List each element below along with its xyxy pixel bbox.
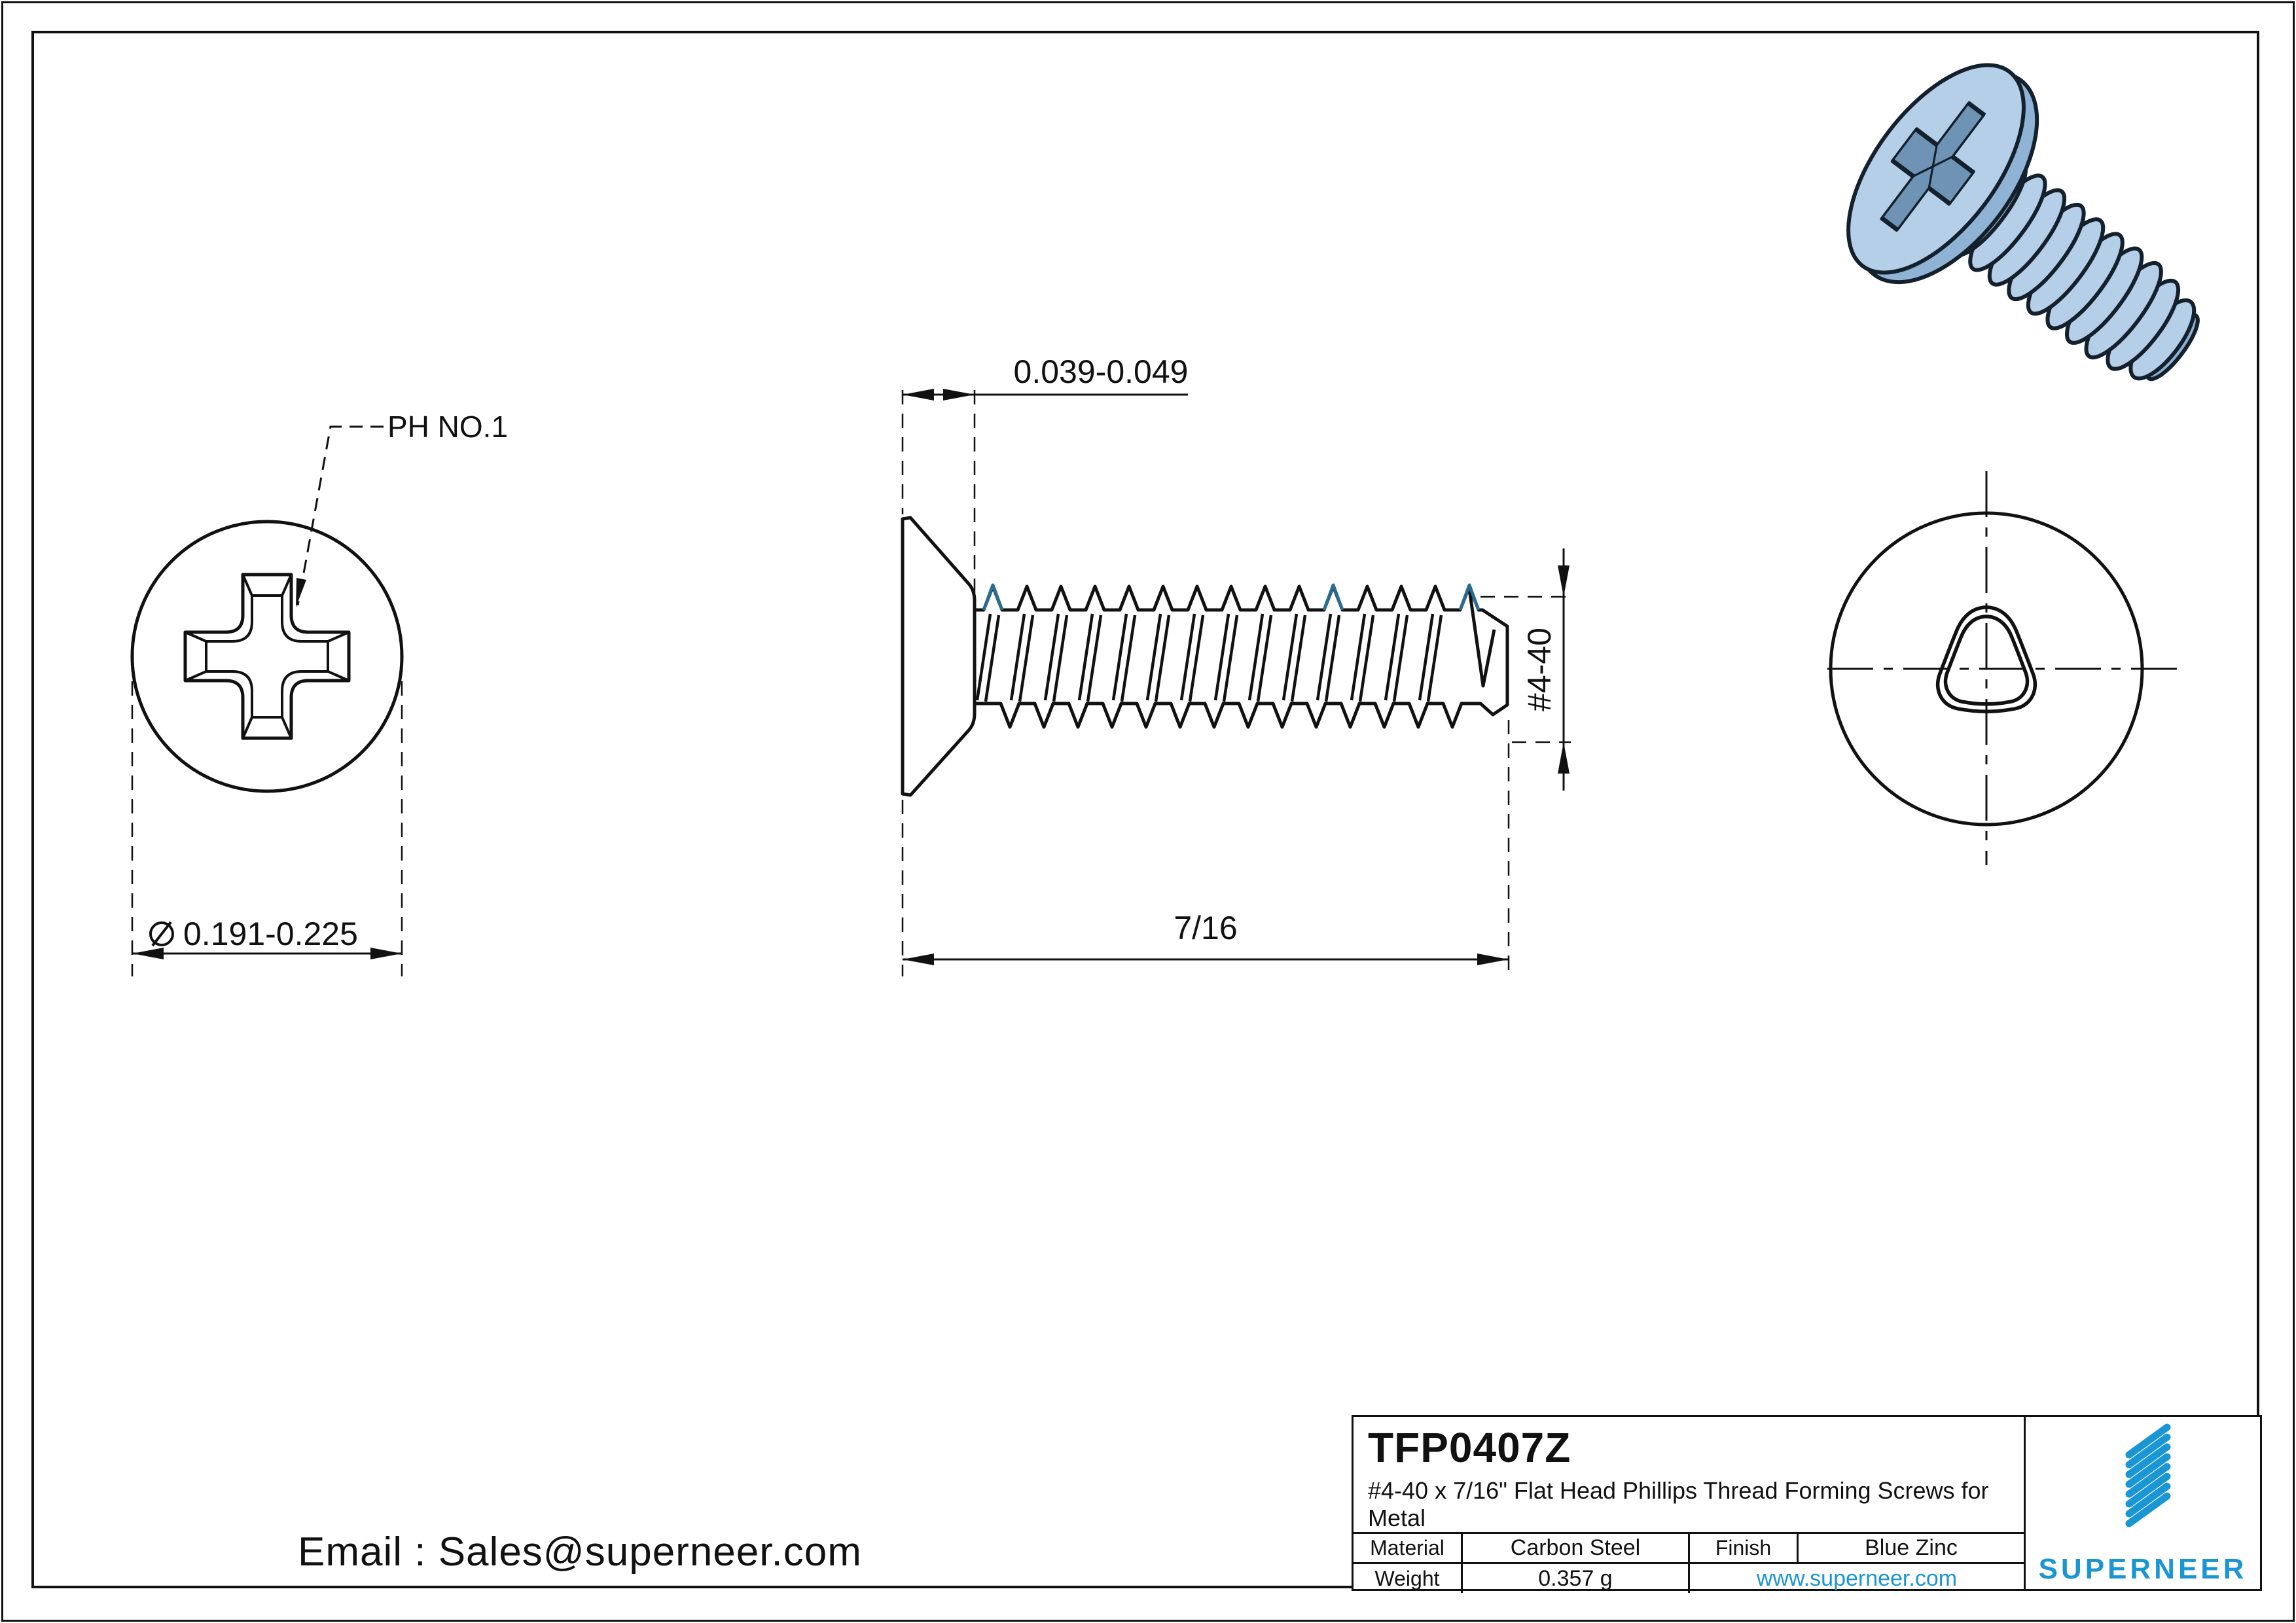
ph-callout-label: PH NO.1: [387, 410, 508, 444]
trilobe-inner: [1943, 615, 2030, 706]
phillips-recess-taper-lines: [185, 574, 350, 739]
finish-label: Finish: [1688, 1534, 1797, 1562]
material-label: Material: [1370, 1536, 1444, 1560]
ph-callout-leader: PH NO.1: [296, 410, 508, 607]
email-text: Email : Sales@superneer.com: [298, 1529, 862, 1575]
phillips-recess-inner: [205, 594, 329, 719]
trilobe-outer: [1935, 605, 2037, 713]
thread-dim-text: #4-40: [1521, 628, 1558, 711]
finish-value: Blue Zinc: [1797, 1534, 2024, 1562]
material-value: Carbon Steel: [1461, 1534, 1688, 1562]
weight-website-row: Weight 0.357 g www.superneer.com: [1354, 1562, 2024, 1593]
back-view: [1827, 471, 2185, 865]
head-height-dim-text: 0.039-0.049: [1014, 353, 1189, 390]
length-dim-text: 7/16: [1174, 910, 1237, 946]
front-view: [130, 520, 404, 793]
thread-size-dimension: #4-40: [1480, 548, 1571, 791]
website-link[interactable]: www.superneer.com: [1688, 1564, 2024, 1593]
head-outline-circle: [130, 520, 404, 793]
front-diameter-dimension: 0.191-0.225: [131, 658, 403, 976]
screw-3d-image: [1846, 63, 2200, 382]
thread-runout-notch: [1467, 588, 1496, 688]
page-border-inner: [31, 31, 2259, 1588]
weight-value: 0.357 g: [1461, 1564, 1688, 1593]
part-description: #4-40 x 7/16" Flat Head Phillips Thread …: [1368, 1477, 1989, 1531]
head-height-dimension: 0.039-0.049: [901, 353, 1189, 594]
length-dimension: 7/16: [901, 720, 1510, 976]
thread-flank-lines: [975, 613, 1443, 702]
part-number: TFP0407Z: [1368, 1424, 1571, 1471]
thread-crest-highlights: [982, 583, 1480, 611]
title-block-logo-cell: SUPERNEER: [2024, 1417, 2260, 1589]
trilobular-hole-icon: [1935, 605, 2037, 713]
brand-logo-icon: [2125, 1423, 2171, 1527]
weight-label: Weight: [1374, 1566, 1440, 1590]
phillips-recess-icon: [183, 573, 351, 740]
screw-3d-phillips-icon: [1880, 101, 1986, 232]
title-block: TFP0407Z #4-40 x 7/16" Flat Head Phillip…: [1352, 1415, 2262, 1593]
diameter-dim-text: 0.191-0.225: [183, 916, 358, 952]
phillips-recess-outer: [183, 573, 351, 740]
leader-arrowhead: [296, 578, 306, 607]
title-block-main: TFP0407Z #4-40 x 7/16" Flat Head Phillip…: [1354, 1417, 2024, 1593]
material-finish-row: Material Carbon Steel Finish Blue Zinc: [1354, 1532, 2024, 1562]
diameter-symbol: [149, 921, 174, 947]
side-thread-outline: [975, 584, 1509, 729]
side-head-outline: [901, 516, 977, 797]
side-view: [901, 516, 1509, 797]
brand-wordmark: SUPERNEER: [2038, 1553, 2248, 1585]
